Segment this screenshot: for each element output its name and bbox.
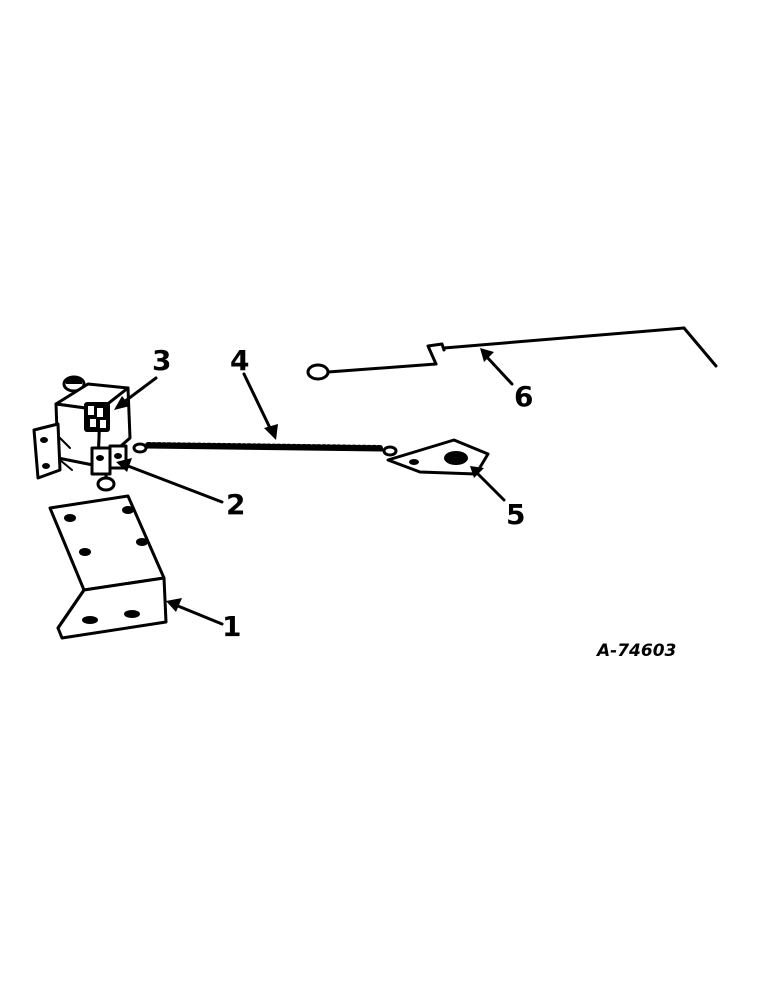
drawing-number: A-74603 <box>595 641 676 661</box>
spring <box>132 442 398 457</box>
callout-3: 3 <box>152 344 171 377</box>
leader-arrows <box>114 348 514 626</box>
callout-4: 4 <box>230 344 249 377</box>
mounting-bracket <box>48 494 168 640</box>
callout-6: 6 <box>514 380 533 413</box>
callout-5: 5 <box>506 498 525 531</box>
spring-anchor-plate <box>386 438 490 476</box>
callout-1: 1 <box>222 610 241 643</box>
callout-2: 2 <box>226 488 245 521</box>
actuator-arm <box>90 444 128 492</box>
actuating-rod <box>306 326 718 381</box>
